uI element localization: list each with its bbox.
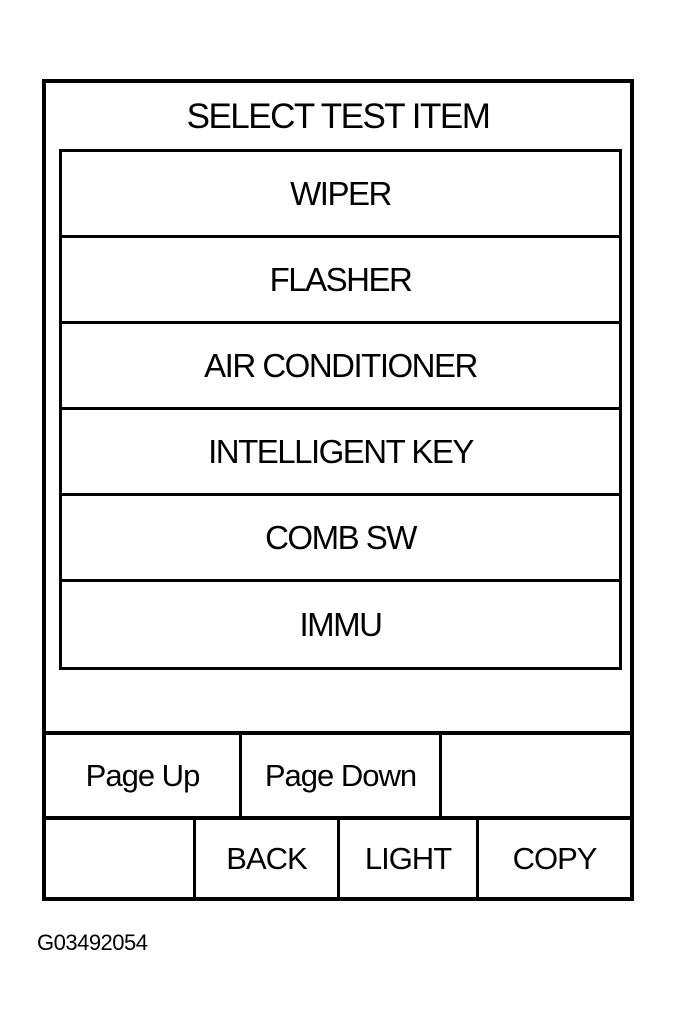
light-button[interactable]: LIGHT: [340, 820, 479, 897]
test-item-flasher[interactable]: FLASHER: [62, 238, 619, 324]
figure-id-label: G03492054: [37, 930, 148, 955]
page-down-button[interactable]: Page Down: [242, 735, 442, 816]
back-button[interactable]: BACK: [196, 820, 340, 897]
test-item-air-conditioner[interactable]: AIR CONDITIONER: [62, 324, 619, 410]
screen-title: SELECT TEST ITEM: [186, 97, 491, 136]
test-item-immu[interactable]: IMMU: [299, 606, 383, 643]
test-item-wiper[interactable]: WIPER: [62, 152, 619, 238]
copy-button[interactable]: COPY: [512, 840, 598, 876]
test-item-intelligent-key[interactable]: INTELLIGENT KEY: [62, 410, 619, 496]
test-item-list: WIPER FLASHER AIR CONDITIONER INTELLIGEN…: [59, 149, 622, 670]
test-item-comb-sw[interactable]: COMB SW: [62, 496, 619, 582]
consult-screen: SELECT TEST ITEM WIPER FLASHER AIR CONDI…: [42, 79, 634, 901]
page-up-button[interactable]: Page Up: [46, 735, 242, 816]
button-row-functions: BACK LIGHT COPY: [46, 816, 630, 897]
blank-button-row2[interactable]: [46, 820, 196, 897]
button-row-page: Page Up Page Down: [46, 731, 630, 816]
blank-button-row1[interactable]: [442, 735, 630, 816]
